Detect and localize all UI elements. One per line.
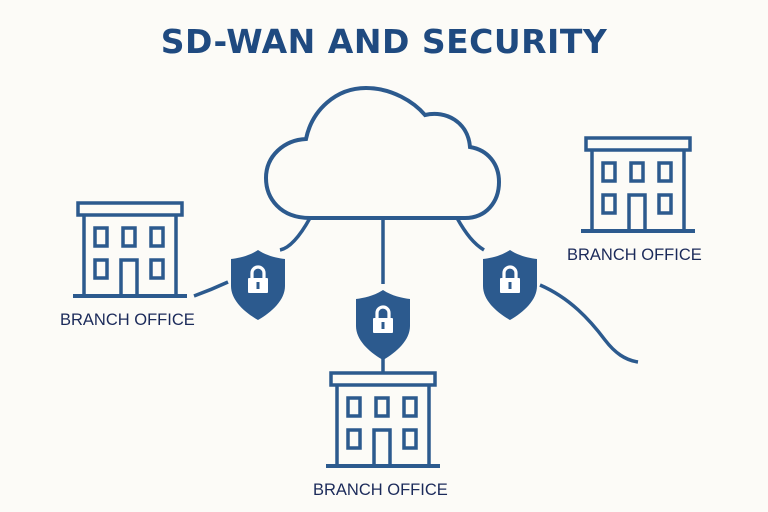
shield-lock-icon-left bbox=[229, 248, 287, 322]
shield-lock-icon-right bbox=[481, 248, 539, 322]
building-icon-right bbox=[579, 136, 697, 233]
shield-lock-icon-center bbox=[354, 288, 412, 362]
cloud-icon bbox=[263, 85, 502, 220]
branch-office-label-right: BRANCH OFFICE bbox=[567, 246, 702, 264]
link-right bbox=[455, 217, 485, 252]
building-icon-bottom bbox=[324, 371, 442, 468]
link-left-branch bbox=[193, 280, 229, 298]
link-left bbox=[279, 217, 312, 252]
branch-office-label-bottom: BRANCH OFFICE bbox=[313, 481, 448, 499]
building-icon-left bbox=[71, 201, 189, 298]
link-right-wan bbox=[539, 283, 639, 364]
page-title: SD-WAN AND SECURITY bbox=[160, 22, 608, 61]
branch-office-label-left: BRANCH OFFICE bbox=[60, 311, 195, 329]
